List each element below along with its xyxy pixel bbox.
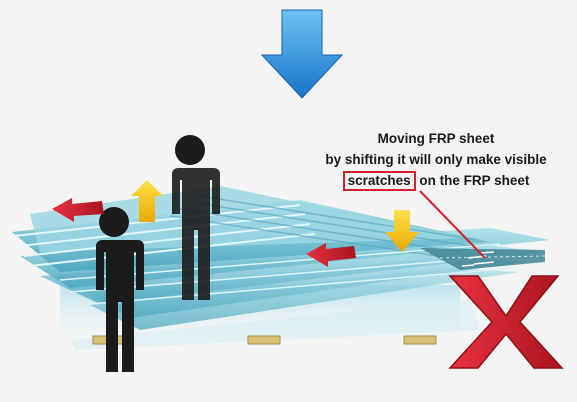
- highlight-scratches: scratches: [343, 171, 416, 191]
- caption: Moving FRP sheet by shifting it will onl…: [318, 128, 554, 191]
- caption-line-3: scratches on the FRP sheet: [318, 170, 554, 191]
- caption-line-3-rest: on the FRP sheet: [416, 173, 530, 188]
- arrow-down-icon: [262, 10, 342, 98]
- caption-line-2: by shifting it will only make visible: [318, 149, 554, 170]
- caption-line-1: Moving FRP sheet: [318, 128, 554, 149]
